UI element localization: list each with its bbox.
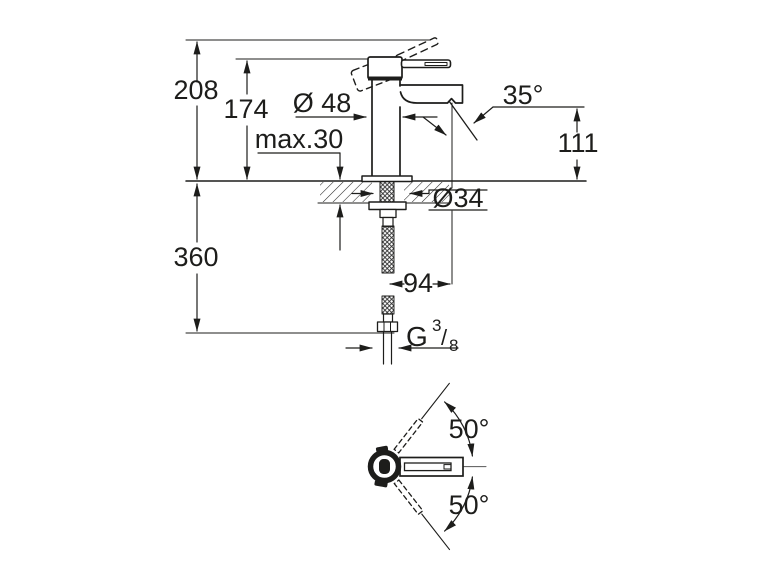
threaded-stud bbox=[379, 181, 395, 203]
dim-hole-diameter bbox=[351, 189, 488, 211]
flex-hose-upper bbox=[381, 225, 395, 274]
plan-view: 50° 50° bbox=[367, 382, 490, 551]
dim-50-lower-label: 50° bbox=[449, 490, 490, 520]
deck-hatching bbox=[320, 182, 449, 202]
base-plate bbox=[361, 175, 413, 183]
thread-slash: / bbox=[441, 325, 448, 350]
swivel-arc-lower bbox=[444, 476, 475, 532]
dim-48-label: Ø 48 bbox=[293, 88, 352, 118]
thread-g-label: G bbox=[406, 321, 428, 352]
cap-base-band bbox=[368, 76, 402, 81]
plan-spout bbox=[399, 456, 464, 477]
dim-111-label: 111 bbox=[557, 128, 598, 158]
dim-360-label: 360 bbox=[173, 242, 218, 272]
hose-collar bbox=[382, 313, 394, 323]
hose-nut bbox=[376, 321, 399, 333]
plan-spout-outlet bbox=[443, 464, 452, 470]
mounting-nut bbox=[379, 208, 397, 219]
deck-hatch-left bbox=[320, 182, 372, 202]
dim-35-label: 35° bbox=[503, 80, 544, 110]
dim-208-label: 208 bbox=[173, 75, 218, 105]
deck-hatch-right bbox=[404, 182, 449, 202]
hose-connector bbox=[382, 216, 394, 228]
swivel-arc-upper bbox=[444, 401, 475, 457]
dim-34-label: Ø34 bbox=[432, 183, 483, 213]
extension-lines bbox=[185, 39, 451, 334]
dim-max-thickness bbox=[257, 152, 344, 251]
spout-outline bbox=[399, 84, 464, 104]
max30-label: max.30 bbox=[255, 124, 344, 154]
front-view: 208 174 Ø 48 max.30 35° bbox=[173, 37, 599, 365]
plan-body-tab-bottom bbox=[374, 480, 388, 488]
dim-50-upper-label: 50° bbox=[449, 414, 490, 444]
angle-leader-arrow bbox=[473, 106, 494, 124]
plan-cartridge-slot bbox=[379, 459, 390, 474]
faucet-front bbox=[350, 37, 464, 365]
dim-174-label: 174 bbox=[223, 94, 268, 124]
angle-arc bbox=[422, 116, 447, 136]
plan-lever-lower-dashed bbox=[393, 479, 451, 551]
handle-lever bbox=[400, 59, 452, 69]
plan-body-tab-top bbox=[375, 445, 389, 453]
flex-hose-lower bbox=[381, 295, 395, 315]
handle-lever-inner-line bbox=[424, 62, 448, 66]
plan-lever-upper-dashed bbox=[393, 382, 450, 454]
thread-denominator: 8 bbox=[449, 336, 458, 355]
dim-34-label-topline bbox=[428, 189, 488, 195]
handle-cap bbox=[367, 56, 403, 80]
stream-direction-line bbox=[448, 100, 478, 141]
mounting-washer bbox=[368, 201, 407, 211]
dim-94-label: 94 bbox=[403, 268, 433, 298]
thread-numerator: 3 bbox=[432, 316, 441, 335]
dim-stream-angle bbox=[422, 100, 585, 141]
